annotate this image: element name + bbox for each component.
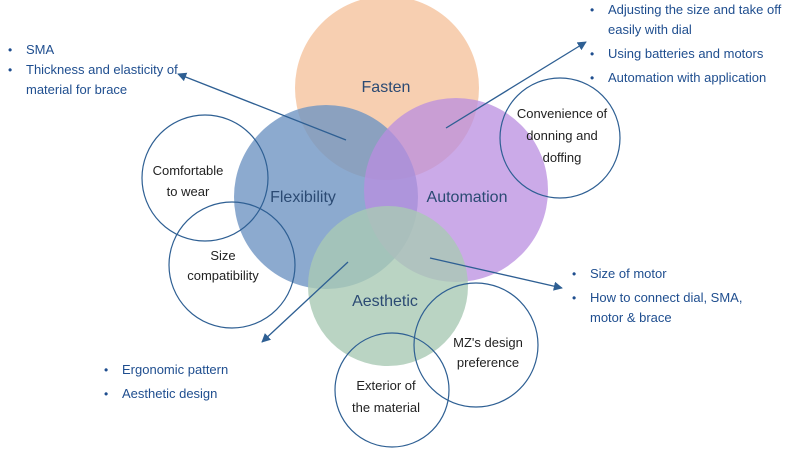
bullets-bottom-left: Ergonomic pattern Aesthetic design <box>100 360 280 404</box>
bullet-item: Ergonomic pattern <box>100 360 280 380</box>
fasten-label: Fasten <box>362 79 411 96</box>
arrow-to-bottom-left <box>261 261 349 343</box>
aesthetic-circle <box>308 206 468 366</box>
bullets-right: Size of motor How to connect dial, SMA, … <box>568 264 748 328</box>
mz-circle <box>413 282 539 408</box>
arrow-to-right <box>429 257 563 291</box>
comfortable-line-2: to wear <box>167 184 210 199</box>
bullet-item: Adjusting the size and take off easily w… <box>586 0 798 40</box>
size-line-2: compatibility <box>187 268 259 283</box>
bullet-item: Automation with application <box>586 68 798 88</box>
mz-line-1: MZ's design <box>453 335 523 350</box>
convenience-circle <box>499 77 621 199</box>
mz-line-2: preference <box>457 355 519 370</box>
convenience-line-3: doffing <box>543 150 582 165</box>
bullet-item: SMA <box>4 40 186 60</box>
exterior-line-2: the material <box>352 400 420 415</box>
bullets-top-left: SMA Thickness and elasticity of material… <box>4 40 186 100</box>
convenience-line-1: Convenience of <box>517 106 608 121</box>
arrow-to-top-right <box>445 41 587 129</box>
size-line-1: Size <box>210 248 235 263</box>
aesthetic-label: Aesthetic <box>352 293 418 310</box>
exterior-circle <box>334 332 450 448</box>
convenience-line-2: donning and <box>526 128 598 143</box>
bullet-item: Size of motor <box>568 264 748 284</box>
bullet-item: Thickness and elasticity of material for… <box>4 60 186 100</box>
bullet-item: How to connect dial, SMA, motor & brace <box>568 288 748 328</box>
flexibility-label: Flexibility <box>270 189 336 206</box>
comfortable-line-1: Comfortable <box>153 163 224 178</box>
exterior-line-1: Exterior of <box>356 378 416 393</box>
bullets-top-right: Adjusting the size and take off easily w… <box>586 0 798 88</box>
bullet-item: Using batteries and motors <box>586 44 798 64</box>
arrow-to-top-left <box>177 72 347 141</box>
size-circle <box>168 201 296 329</box>
comfortable-circle <box>141 114 269 242</box>
automation-label: Automation <box>427 189 508 206</box>
bullet-item: Aesthetic design <box>100 384 280 404</box>
